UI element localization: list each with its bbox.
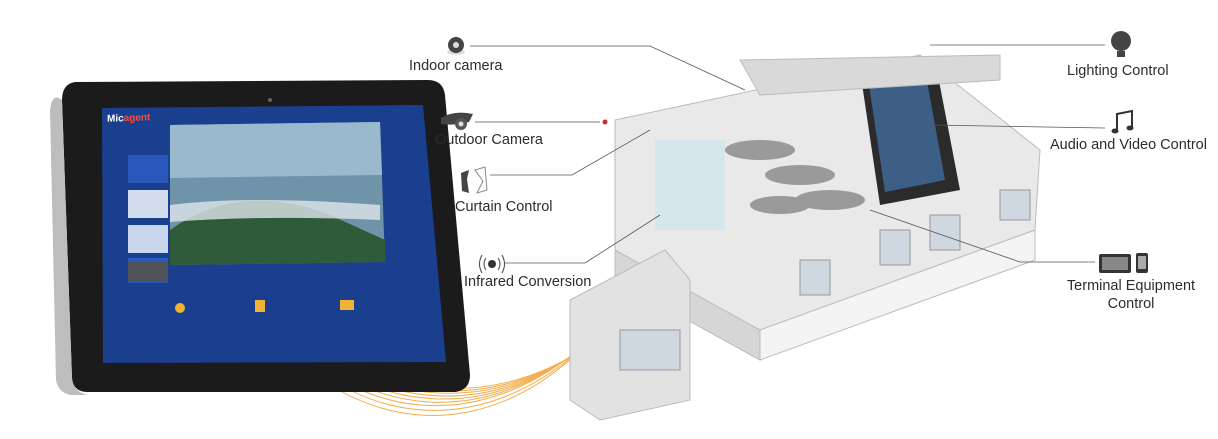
leader-lines bbox=[470, 44, 1106, 264]
terminal-label-line2: Control bbox=[1107, 296, 1155, 312]
curtain-control-label: Curtain Control bbox=[455, 199, 553, 215]
tablet-device bbox=[50, 80, 470, 396]
terminal-devices-icon bbox=[1099, 253, 1148, 273]
infrared-icon bbox=[479, 254, 505, 274]
indoor-camera-label: Indoor camera bbox=[409, 58, 503, 74]
lightbulb-icon bbox=[1111, 31, 1131, 57]
tablet-logo: Micagent bbox=[107, 112, 151, 125]
music-note-icon bbox=[1111, 110, 1134, 134]
indoor-camera-icon bbox=[447, 37, 465, 55]
curtain-icon bbox=[461, 166, 488, 194]
infrared-conversion-label: Infrared Conversion bbox=[464, 274, 592, 290]
audio-video-control-label: Audio and Video Control bbox=[1050, 137, 1207, 153]
building-floorplan bbox=[569, 54, 1041, 421]
lighting-control-label: Lighting Control bbox=[1067, 63, 1169, 79]
outdoor-camera-icon bbox=[441, 112, 473, 130]
terminal-label-line1: Terminal Equipment bbox=[1066, 278, 1196, 294]
outdoor-camera-label: Outdoor Camera bbox=[435, 132, 543, 148]
